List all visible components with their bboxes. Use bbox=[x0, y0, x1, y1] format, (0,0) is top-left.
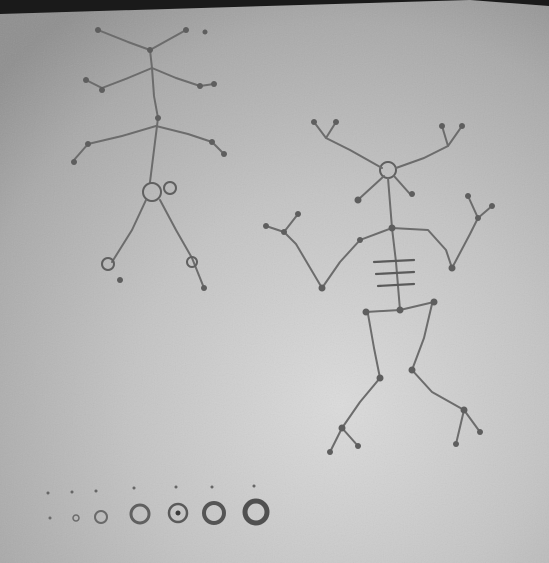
right-figure-joint bbox=[448, 264, 456, 272]
right-figure-rib bbox=[376, 282, 416, 288]
scale-tick bbox=[252, 484, 256, 488]
left-figure-joint bbox=[85, 141, 91, 147]
right-figure-joint bbox=[477, 429, 483, 435]
right-figure-joint bbox=[281, 229, 287, 235]
left-figure-joint bbox=[155, 115, 161, 121]
right-figure-joint bbox=[376, 374, 384, 382]
scale-dot bbox=[242, 498, 270, 526]
left-figure-hip-node bbox=[163, 181, 177, 195]
scale-dot bbox=[72, 514, 80, 522]
right-figure-joint bbox=[338, 424, 346, 432]
right-figure-joint bbox=[408, 366, 416, 374]
left-figure-right-leg bbox=[159, 199, 205, 289]
scale-tick bbox=[94, 489, 98, 493]
right-figure-left-hand-fork bbox=[283, 213, 299, 233]
left-figure-pelvis bbox=[142, 182, 162, 202]
left-figure-joint bbox=[221, 151, 227, 157]
right-figure-joint bbox=[357, 237, 363, 243]
left-figure-upper-left-arm bbox=[85, 67, 153, 89]
right-figure-right-foot-fork bbox=[463, 409, 481, 433]
right-figure-left-foot-fork bbox=[341, 427, 359, 447]
scale-dot bbox=[129, 503, 151, 525]
right-figure-right-leg bbox=[411, 303, 465, 445]
scale-tick bbox=[70, 490, 74, 494]
right-figure-upper-right-fork bbox=[441, 125, 449, 147]
left-figure-neck bbox=[149, 49, 153, 69]
left-figure-joint bbox=[95, 27, 101, 33]
right-figure-right-arm bbox=[391, 227, 453, 269]
left-figure-left-leg bbox=[111, 199, 147, 263]
scale-tick bbox=[210, 485, 214, 489]
scale-dot bbox=[94, 510, 108, 524]
scale-dot-center bbox=[175, 510, 181, 516]
right-figure-neck-right bbox=[393, 175, 411, 195]
left-figure-joint bbox=[209, 139, 215, 145]
right-figure-joint bbox=[355, 443, 361, 449]
right-figure-upper-left-fork bbox=[325, 121, 337, 139]
right-figure-joint bbox=[409, 191, 415, 197]
left-figure-joint bbox=[99, 87, 105, 93]
left-figure-joint bbox=[83, 77, 89, 83]
right-figure-joint bbox=[311, 119, 317, 125]
right-figure-upper-left-branch bbox=[313, 121, 383, 169]
right-figure-right-forearm bbox=[451, 205, 493, 269]
scale-tick bbox=[46, 491, 50, 495]
left-stick-figure bbox=[71, 27, 227, 291]
dot-size-scale bbox=[46, 484, 270, 526]
right-figure-joint bbox=[327, 449, 333, 455]
left-figure-lower-left-arm bbox=[73, 125, 157, 161]
left-figure-joint bbox=[183, 27, 189, 33]
right-figure-right-hand-fork bbox=[467, 195, 479, 219]
scale-dot bbox=[48, 516, 52, 520]
right-figure-left-arm bbox=[321, 227, 393, 289]
right-stick-figure bbox=[263, 119, 495, 455]
left-figure-joint bbox=[71, 159, 77, 165]
right-figure-joint bbox=[453, 441, 459, 447]
left-figure-joint bbox=[147, 47, 153, 53]
scale-tick bbox=[174, 485, 178, 489]
left-figure-joint bbox=[202, 29, 208, 35]
right-figure-joint bbox=[465, 193, 471, 199]
right-figure-joint bbox=[354, 196, 362, 204]
right-figure-spine bbox=[387, 177, 401, 311]
left-figure-lower-right-arm bbox=[155, 125, 223, 153]
scale-tick bbox=[132, 486, 136, 490]
right-figure-joint bbox=[295, 211, 301, 217]
right-figure-left-forearm bbox=[265, 225, 323, 289]
right-figure-left-leg bbox=[329, 313, 381, 453]
right-figure-joint bbox=[489, 203, 495, 209]
right-figure-joint bbox=[475, 215, 481, 221]
right-figure-joint bbox=[263, 223, 269, 229]
right-figure-joint bbox=[439, 123, 445, 129]
left-figure-upper-right-arm bbox=[151, 67, 215, 87]
right-figure-joint bbox=[388, 224, 396, 232]
right-figure-joint bbox=[333, 119, 339, 125]
scale-dot bbox=[202, 501, 226, 525]
left-figure-left-foot bbox=[101, 257, 115, 271]
right-figure-rib bbox=[374, 270, 416, 276]
left-figure-joint bbox=[201, 285, 207, 291]
right-figure-joint bbox=[318, 284, 326, 292]
right-figure-upper-right-branch bbox=[395, 125, 463, 169]
scale-dot bbox=[167, 502, 189, 524]
right-figure-rib bbox=[372, 258, 416, 264]
left-figure-right-foot bbox=[186, 256, 198, 268]
left-figure-joint bbox=[197, 83, 203, 89]
left-figure-joint bbox=[117, 277, 123, 283]
right-figure-joint bbox=[362, 308, 370, 316]
right-figure-joint bbox=[396, 306, 404, 314]
right-figure-joint bbox=[430, 298, 438, 306]
left-figure-joint bbox=[211, 81, 217, 87]
right-figure-neck-left bbox=[359, 175, 385, 199]
right-figure-joint bbox=[459, 123, 465, 129]
right-figure-joint bbox=[460, 406, 468, 414]
